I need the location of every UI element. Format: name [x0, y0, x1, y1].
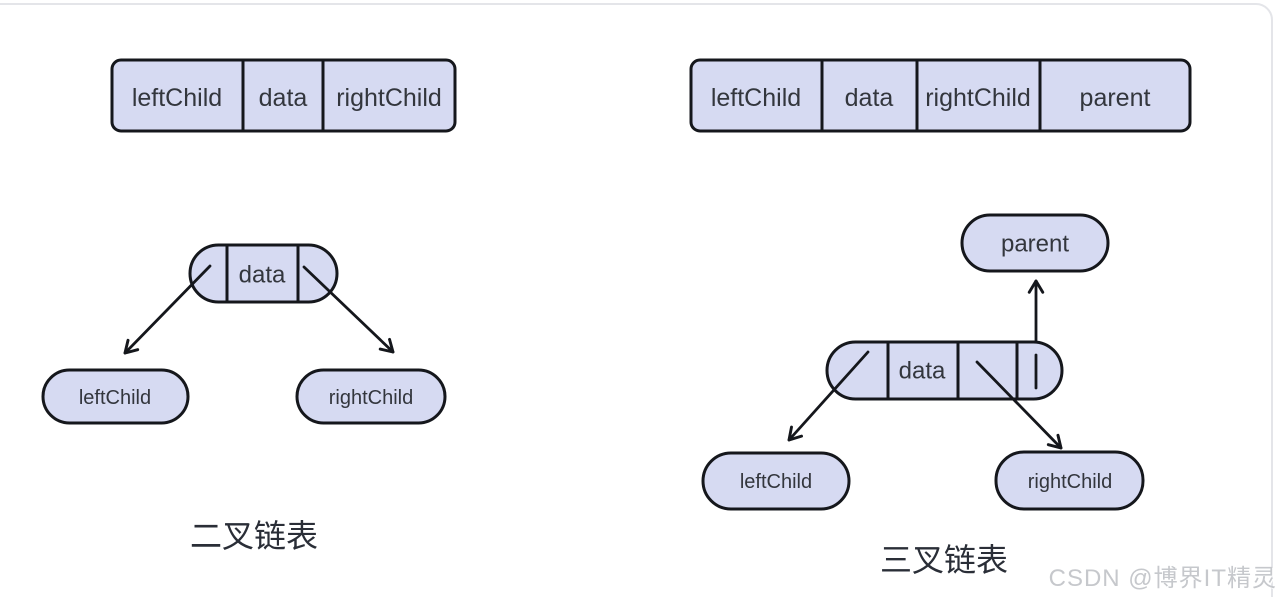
- binary-struct-cell-leftchild: leftChild: [132, 84, 222, 112]
- ternary-struct-cell-parent: parent: [1080, 84, 1151, 112]
- binary-node: data: [188, 243, 339, 304]
- ternary-struct-cell-leftchild: leftChild: [711, 84, 801, 112]
- ternary-parent-pill: [960, 213, 1110, 273]
- binary-struct-rect: [110, 58, 457, 133]
- binary-leftchild-label: leftChild: [79, 387, 151, 409]
- ternary-struct-box: leftChild data rightChild parent: [689, 58, 1192, 133]
- ternary-caption: 三叉链表: [880, 542, 1008, 578]
- binary-leftchild-pill: [41, 368, 190, 425]
- ternary-struct-rect: [689, 58, 1192, 133]
- ternary-rightchild-pill: [994, 450, 1145, 511]
- ternary-right-pointer-arrow: [975, 360, 1063, 450]
- binary-caption: 二叉链表: [190, 518, 318, 554]
- binary-rightchild-pill: [295, 368, 447, 425]
- binary-struct-cell-data: data: [259, 84, 308, 112]
- ternary-struct-cell-data: data: [845, 84, 894, 112]
- binary-rightchild-label: rightChild: [329, 387, 413, 409]
- ternary-node: data: [825, 340, 1064, 401]
- binary-leftchild-node: leftChild: [41, 368, 190, 425]
- content-card: [0, 3, 1273, 597]
- ternary-parent-label: parent: [1001, 231, 1069, 258]
- binary-rightchild-node: rightChild: [295, 368, 447, 425]
- ternary-rightchild-node: rightChild: [994, 450, 1145, 511]
- binary-node-data-label: data: [239, 262, 286, 289]
- ternary-rightchild-label: rightChild: [1028, 471, 1112, 493]
- binary-struct-cell-rightchild: rightChild: [336, 84, 442, 112]
- ternary-parent-node: parent: [960, 213, 1110, 273]
- binary-left-pointer-arrow: [123, 264, 212, 355]
- ternary-leftchild-node: leftChild: [701, 451, 851, 511]
- ternary-leftchild-pill: [701, 451, 851, 511]
- csdn-watermark: CSDN @博界IT精灵: [1048, 565, 1277, 592]
- binary-right-pointer-arrow: [302, 265, 395, 354]
- ternary-node-data-label: data: [899, 358, 946, 385]
- ternary-node-pill: [825, 340, 1064, 401]
- ternary-leftchild-label: leftChild: [740, 471, 812, 493]
- ternary-struct-cell-rightchild: rightChild: [925, 84, 1031, 112]
- binary-struct-box: leftChild data rightChild: [110, 58, 457, 133]
- ternary-left-pointer-arrow: [787, 350, 870, 442]
